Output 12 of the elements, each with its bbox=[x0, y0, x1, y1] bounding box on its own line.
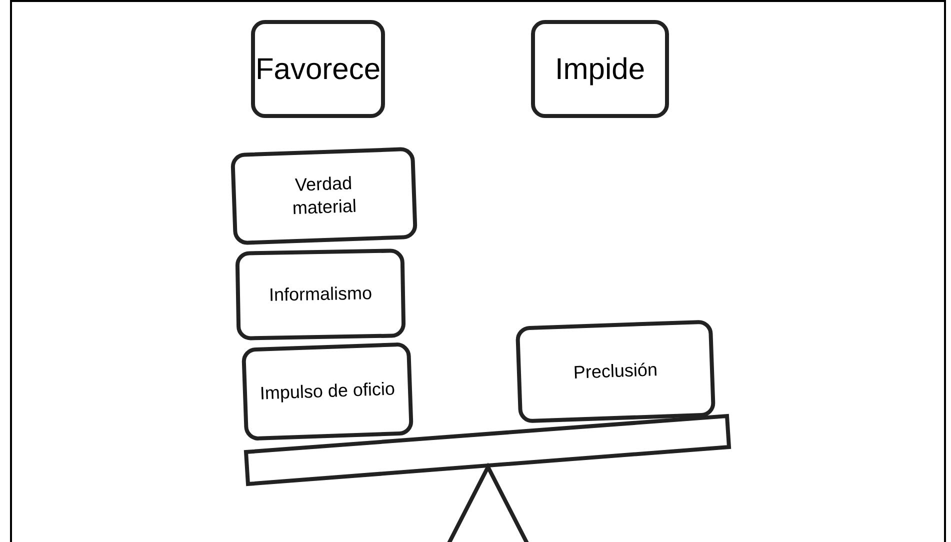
box-label: Verdad material bbox=[291, 172, 358, 220]
label-box bbox=[241, 342, 414, 441]
label-box bbox=[230, 146, 418, 246]
box-label: Informalismo bbox=[268, 282, 374, 307]
label-box bbox=[531, 20, 669, 118]
box-label: Favorece bbox=[254, 52, 382, 88]
label-box bbox=[251, 20, 385, 118]
label-box bbox=[235, 248, 406, 340]
box-label: Impide bbox=[554, 52, 646, 88]
box-label: Impulso de oficio bbox=[258, 377, 396, 406]
box-label: Preclusión bbox=[572, 358, 659, 384]
label-box bbox=[515, 320, 716, 424]
